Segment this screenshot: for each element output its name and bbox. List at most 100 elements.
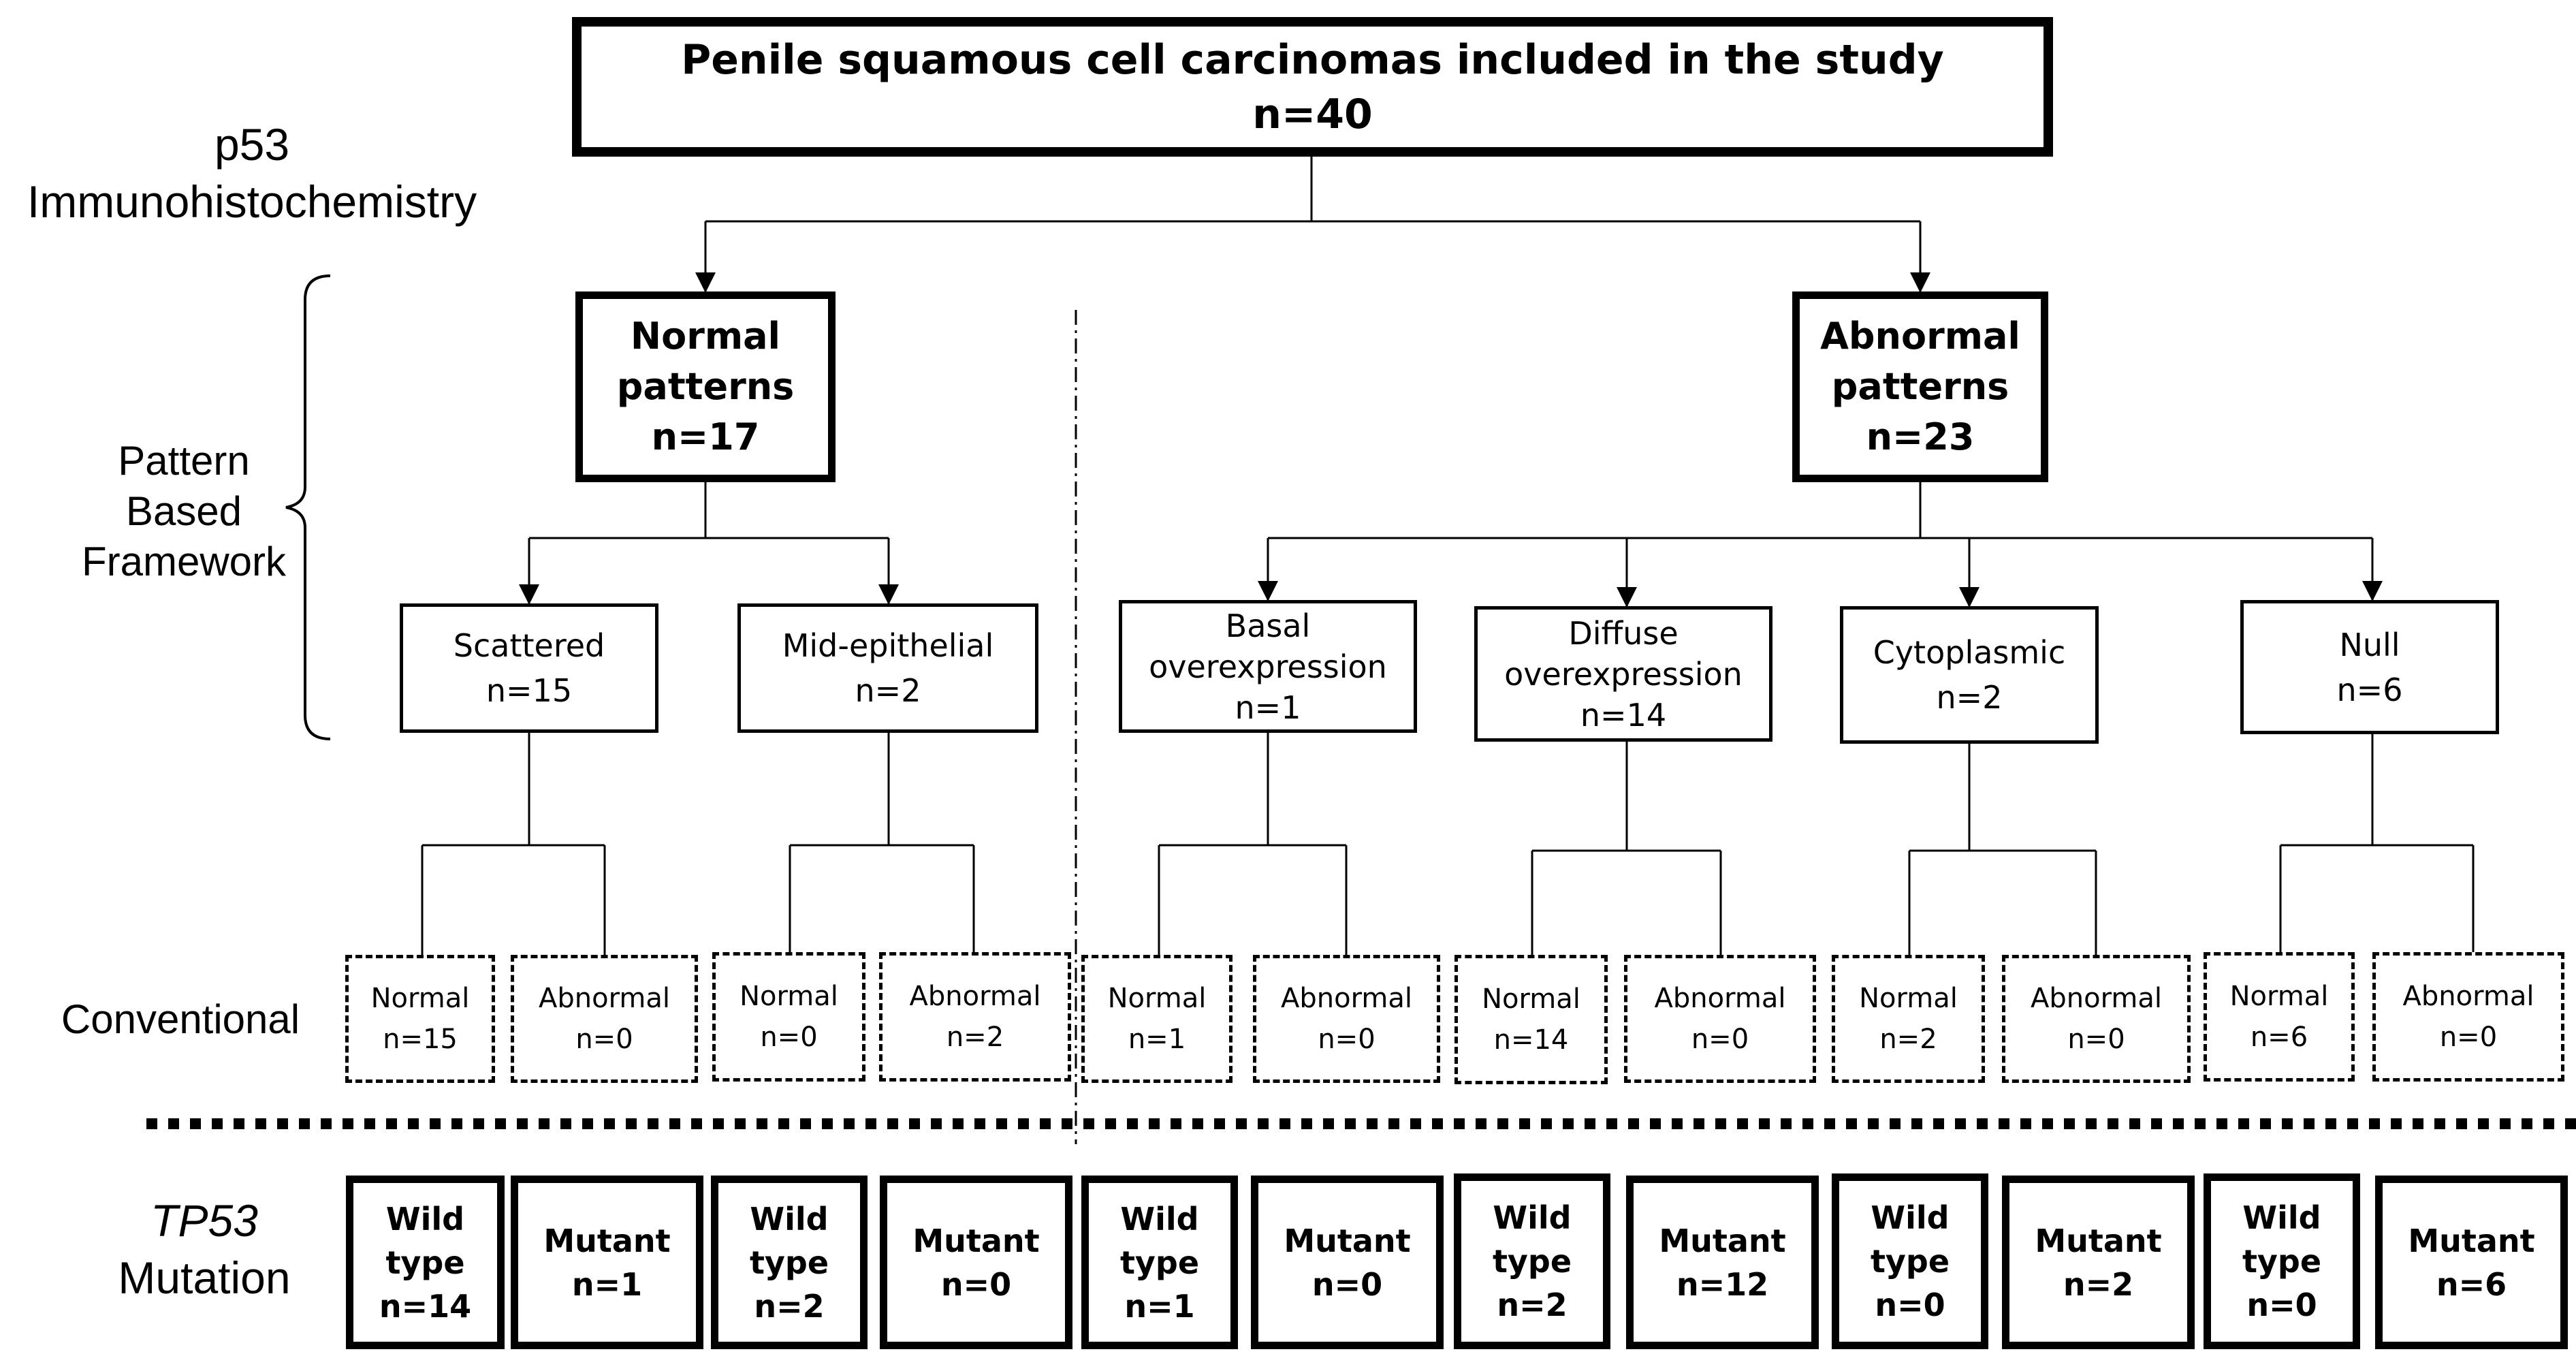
conventional-count: n=0 bbox=[2067, 1024, 2125, 1055]
scattered-split bbox=[421, 733, 606, 955]
framework-brace bbox=[285, 274, 331, 740]
conventional-box: Normal n=2 bbox=[1832, 955, 1985, 1083]
mutation-count: n=1 bbox=[571, 1265, 643, 1303]
mutation-box: Mutant n=2 bbox=[2002, 1176, 2195, 1349]
conventional-label: Normal bbox=[1482, 983, 1580, 1015]
mutation-box: Mutant n=12 bbox=[1626, 1176, 1819, 1349]
normal-patterns-box: Normal patterns n=17 bbox=[575, 291, 836, 482]
conventional-box: Normal n=15 bbox=[345, 955, 495, 1083]
conventional-label: Abnormal bbox=[1654, 983, 1786, 1014]
subpattern-label: Scattered bbox=[453, 627, 605, 664]
conventional-count: n=0 bbox=[575, 1024, 633, 1055]
subpattern-label: Cytoplasmic bbox=[1873, 634, 2066, 671]
root-box: Penile squamous cell carcinomas included… bbox=[572, 17, 2053, 157]
mutation-label: Mutant bbox=[1659, 1222, 1786, 1259]
conventional-box: Abnormal n=0 bbox=[511, 955, 698, 1083]
scattered-box: Scattered n=15 bbox=[400, 603, 658, 733]
conventional-box: Abnormal n=0 bbox=[2372, 952, 2564, 1082]
mutation-count: n=2 bbox=[754, 1287, 825, 1325]
mutation-count: n=12 bbox=[1676, 1265, 1769, 1303]
subpattern-label: Diffuse bbox=[1568, 614, 1679, 652]
mid-epithelial-box: Mid-epithelial n=2 bbox=[737, 603, 1038, 733]
cytoplasmic-split bbox=[1908, 744, 2097, 955]
conventional-label: Abnormal bbox=[2031, 983, 2162, 1014]
conventional-box: Normal n=6 bbox=[2204, 952, 2355, 1082]
mutation-count: n=14 bbox=[379, 1287, 472, 1325]
conventional-label: Normal bbox=[2229, 981, 2329, 1012]
basal-split bbox=[1158, 733, 1348, 955]
null-split bbox=[2279, 734, 2475, 955]
normal-patterns-line-1: Normal bbox=[630, 315, 781, 358]
conventional-count: n=1 bbox=[1128, 1024, 1186, 1055]
conventional-label: Abnormal bbox=[2402, 981, 2534, 1012]
subpattern-label-2: overexpression bbox=[1149, 648, 1387, 685]
mutation-label-word: Mutation bbox=[118, 1252, 291, 1303]
mutation-count: n=1 bbox=[1124, 1287, 1195, 1325]
basal-overexpression-box: Basal overexpression n=1 bbox=[1119, 600, 1417, 733]
conventional-count: n=6 bbox=[2250, 1022, 2308, 1053]
subpattern-label-2: overexpression bbox=[1504, 655, 1743, 693]
subpattern-count: n=2 bbox=[1936, 679, 2003, 716]
mutation-label-2: type bbox=[1870, 1243, 1950, 1280]
normal-connector bbox=[529, 482, 889, 539]
mutation-label: Wild bbox=[1871, 1199, 1950, 1236]
mutation-label-2: type bbox=[1119, 1244, 1200, 1281]
conventional-count: n=0 bbox=[1318, 1024, 1376, 1055]
mutation-count: n=0 bbox=[940, 1265, 1012, 1303]
conventional-count: n=2 bbox=[1879, 1024, 1937, 1055]
null-box: Null n=6 bbox=[2240, 600, 2499, 734]
conventional-label: Conventional bbox=[34, 994, 327, 1045]
subpattern-count: n=14 bbox=[1580, 696, 1667, 734]
conventional-box: Abnormal n=0 bbox=[1253, 955, 1440, 1083]
subpattern-count: n=6 bbox=[2336, 671, 2403, 708]
framework-label-line-1: Pattern bbox=[118, 438, 250, 484]
subpattern-label: Mid-epithelial bbox=[782, 627, 994, 664]
cytoplasmic-box: Cytoplasmic n=2 bbox=[1840, 606, 2099, 744]
conventional-box: Normal n=1 bbox=[1081, 955, 1233, 1083]
conventional-count: n=15 bbox=[383, 1024, 458, 1055]
conventional-box: Abnormal n=0 bbox=[1624, 955, 1816, 1083]
mutation-box: Wild type n=14 bbox=[346, 1176, 505, 1349]
mutation-label-2: type bbox=[385, 1244, 465, 1281]
mutation-label: TP53 Mutation bbox=[82, 1192, 327, 1306]
mutation-box: Wild type n=0 bbox=[2204, 1173, 2360, 1349]
mutation-label: Mutant bbox=[2408, 1222, 2535, 1259]
ihc-label: p53 Immunohistochemistry bbox=[0, 116, 504, 230]
conventional-count: n=0 bbox=[2439, 1022, 2498, 1053]
ihc-label-line-1: p53 bbox=[214, 119, 290, 170]
normal-patterns-count: n=17 bbox=[651, 415, 760, 458]
normal-patterns-line-2: patterns bbox=[616, 365, 795, 408]
mutation-count: n=0 bbox=[2246, 1287, 2317, 1323]
mutation-label: Mutant bbox=[2035, 1222, 2162, 1259]
subpattern-count: n=1 bbox=[1235, 689, 1301, 726]
conventional-box: Normal n=0 bbox=[712, 952, 865, 1082]
mutation-count: n=0 bbox=[1875, 1287, 1945, 1323]
conventional-count: n=2 bbox=[946, 1022, 1004, 1053]
mutation-count: n=2 bbox=[1497, 1287, 1568, 1323]
mutation-count: n=2 bbox=[2063, 1265, 2134, 1303]
conventional-count: n=14 bbox=[1493, 1024, 1569, 1056]
mutation-box: Wild type n=0 bbox=[1832, 1173, 1988, 1349]
mutation-count: n=6 bbox=[2436, 1265, 2507, 1303]
conventional-box: Abnormal n=0 bbox=[2002, 955, 2191, 1083]
abnormal-patterns-box: Abnormal patterns n=23 bbox=[1792, 291, 2048, 482]
mutation-label: Wild bbox=[1120, 1200, 1199, 1237]
root-count: n=40 bbox=[1252, 90, 1373, 138]
conventional-count: n=0 bbox=[760, 1022, 818, 1053]
mutation-label-2: type bbox=[2242, 1243, 2322, 1280]
conventional-label: Abnormal bbox=[1281, 983, 1412, 1014]
mutation-box: Wild type n=2 bbox=[711, 1176, 868, 1349]
mutation-label: Wild bbox=[750, 1200, 829, 1237]
mutation-label: Wild bbox=[385, 1200, 465, 1237]
ihc-label-line-2: Immunohistochemistry bbox=[27, 176, 477, 227]
conventional-label-text: Conventional bbox=[61, 996, 300, 1042]
mutation-label: Wild bbox=[1493, 1199, 1572, 1236]
conventional-label: Normal bbox=[370, 983, 470, 1014]
root-connector bbox=[705, 157, 1920, 223]
conventional-label: Normal bbox=[1107, 983, 1207, 1014]
mutation-label-2: type bbox=[749, 1244, 829, 1281]
subpattern-count: n=2 bbox=[855, 672, 921, 709]
mutation-label-gene: TP53 bbox=[150, 1195, 258, 1246]
mutation-box: Mutant n=6 bbox=[2375, 1176, 2568, 1349]
